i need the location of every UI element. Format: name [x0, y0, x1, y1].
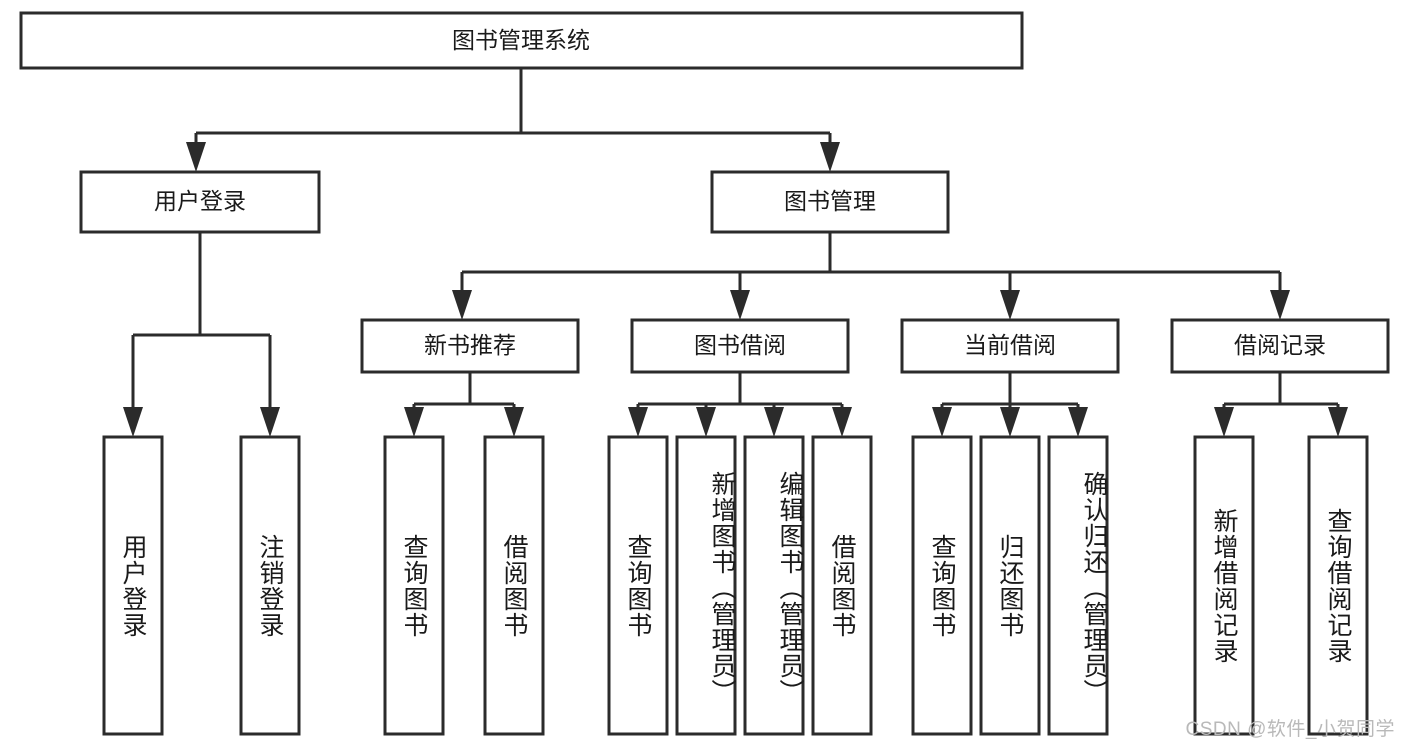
csdn-watermark: CSDN @软件_小贺同学 [1185, 719, 1395, 740]
leaf-box-new-book-rec-2[interactable] [483, 435, 545, 736]
node-root-label: 图书管理系统 [452, 27, 590, 53]
arrow-head-current-borrow [1000, 290, 1020, 320]
node-current-borrow-label: 当前借阅 [964, 332, 1056, 358]
arrow-head-bb-leaf-1 [628, 407, 648, 437]
leaf-box-book-borrow-4[interactable] [811, 435, 873, 736]
arrow-head-cb-leaf-3 [1068, 407, 1088, 437]
leaf-box-current-borrow-2[interactable] [979, 435, 1041, 736]
node-new-book-rec[interactable]: 新书推荐 [360, 318, 580, 374]
node-current-borrow[interactable]: 当前借阅 [900, 318, 1120, 374]
node-borrow-record-box [1170, 318, 1390, 374]
node-root[interactable]: 图书管理系统 [19, 11, 1024, 70]
node-book-manage-label: 图书管理 [784, 188, 876, 214]
node-book-borrow[interactable]: 图书借阅 [630, 318, 850, 374]
leaf-box-user-login-1[interactable] [102, 435, 164, 736]
arrow-head-leaf-user-login-2 [260, 407, 280, 437]
arrow-head-user-login [186, 142, 206, 172]
arrow-head-book-borrow [730, 290, 750, 320]
leaf-box-book-borrow-1[interactable] [607, 435, 669, 736]
node-user-login[interactable]: 用户登录 [79, 170, 321, 234]
arrow-head-nbr-leaf-2 [504, 407, 524, 437]
arrow-head-bb-leaf-4 [832, 407, 852, 437]
leaf-box-current-borrow-1[interactable] [911, 435, 973, 736]
node-root-box [19, 11, 1024, 70]
arrow-head-leaf-user-login-1 [123, 407, 143, 437]
leaf-box-book-borrow-2[interactable] [675, 435, 737, 736]
leaf-box-book-borrow-3[interactable] [743, 435, 805, 736]
node-new-book-rec-label: 新书推荐 [424, 332, 516, 358]
arrow-head-cb-leaf-1 [932, 407, 952, 437]
leaf-box-borrow-record-2[interactable] [1307, 435, 1369, 736]
arrow-head-cb-leaf-2 [1000, 407, 1020, 437]
leaf-box-current-borrow-3[interactable] [1047, 435, 1109, 736]
node-borrow-record-label: 借阅记录 [1234, 332, 1326, 358]
node-borrow-record[interactable]: 借阅记录 [1170, 318, 1390, 374]
arrow-head-bb-leaf-3 [764, 407, 784, 437]
arrow-head-br-leaf-2 [1328, 407, 1348, 437]
node-new-book-rec-box [360, 318, 580, 374]
arrow-head-br-leaf-1 [1214, 407, 1234, 437]
node-book-borrow-label: 图书借阅 [694, 332, 786, 358]
node-current-borrow-box [900, 318, 1120, 374]
node-book-manage[interactable]: 图书管理 [710, 170, 950, 234]
node-book-borrow-box [630, 318, 850, 374]
arrow-head-borrow-record [1270, 290, 1290, 320]
arrow-head-bb-leaf-2 [696, 407, 716, 437]
node-book-manage-box [710, 170, 950, 234]
leaf-box-borrow-record-1[interactable] [1193, 435, 1255, 736]
arrow-head-new-book-rec [452, 290, 472, 320]
arrow-head-book-manage [820, 142, 840, 172]
leaf-box-user-login-2[interactable] [239, 435, 301, 736]
leaf-box-new-book-rec-1[interactable] [383, 435, 445, 736]
arrow-head-nbr-leaf-1 [404, 407, 424, 437]
node-user-login-label: 用户登录 [154, 188, 246, 214]
